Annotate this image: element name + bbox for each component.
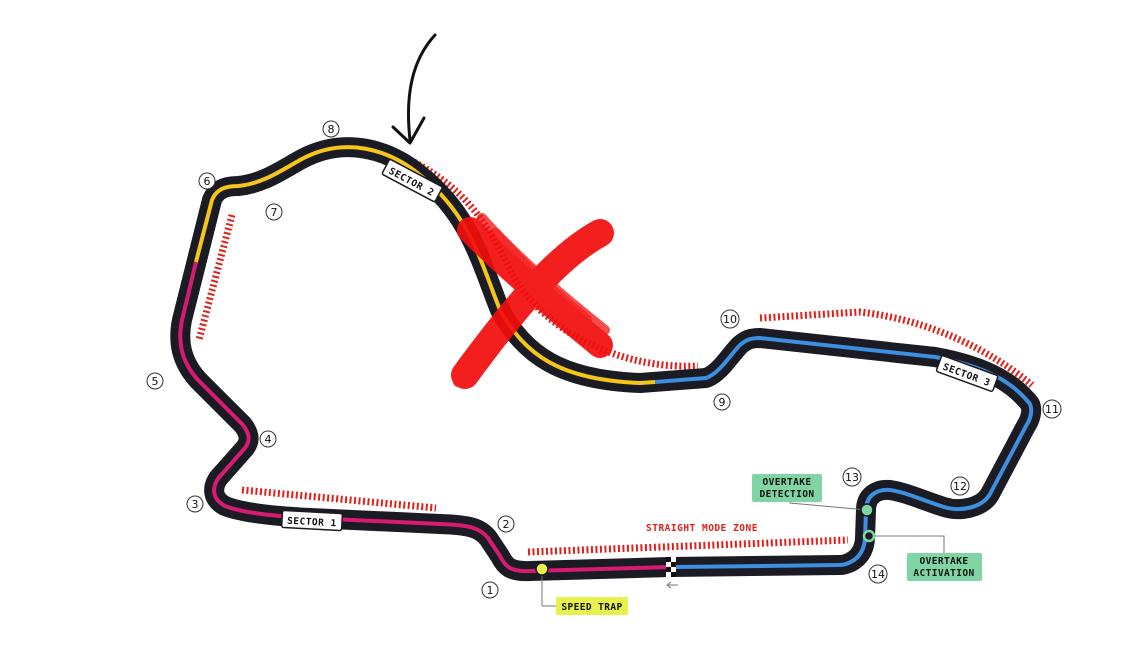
turn-8-marker: 8 (322, 120, 340, 138)
svg-text:SECTOR 1: SECTOR 1 (287, 516, 337, 530)
zone-marker-sector3 (759, 308, 1035, 388)
zone-marker-main-straight (527, 536, 849, 556)
turn-10-marker: 10 (720, 309, 740, 329)
direction-arrow-icon (666, 581, 678, 589)
turn-14-marker: 14 (868, 564, 888, 584)
turn-markers: 1 2 3 4 5 6 7 8 9 10 11 12 13 14 (146, 120, 1062, 599)
turn-4-marker: 4 (259, 430, 277, 448)
svg-text:DETECTION: DETECTION (759, 489, 814, 500)
straight-mode-zone-label: STRAIGHT MODE ZONE (646, 523, 758, 534)
svg-text:9: 9 (719, 396, 726, 409)
zone-marker-turn6 (195, 214, 236, 341)
speed-trap-marker: SPEED TRAP (535, 562, 628, 615)
arrow-annotation-icon (391, 33, 437, 145)
svg-text:8: 8 (328, 123, 335, 136)
svg-text:10: 10 (723, 313, 737, 326)
turn-7-marker: 7 (265, 203, 283, 221)
track-outline (170, 137, 1042, 582)
turn-5-marker: 5 (146, 372, 164, 390)
turn-12-marker: 12 (950, 476, 970, 496)
turn-3-marker: 3 (186, 495, 204, 513)
sector-1-label: SECTOR 1 (280, 509, 344, 532)
overtake-activation-marker: OVERTAKE ACTIVATION (862, 529, 982, 581)
overtake-detection-marker: OVERTAKE DETECTION (752, 474, 874, 517)
turn-13-marker: 13 (842, 467, 862, 487)
svg-text:3: 3 (192, 498, 199, 511)
svg-text:7: 7 (271, 206, 278, 219)
sector-1-line (178, 261, 671, 574)
svg-text:2: 2 (503, 518, 510, 531)
svg-text:11: 11 (1045, 403, 1059, 416)
svg-text:1: 1 (487, 584, 494, 597)
sector-3-line (654, 336, 1034, 569)
svg-text:14: 14 (871, 568, 885, 581)
svg-text:6: 6 (204, 175, 211, 188)
turn-6-marker: 6 (198, 172, 216, 190)
svg-text:ACTIVATION: ACTIVATION (913, 568, 974, 579)
turn-11-marker: 11 (1042, 399, 1062, 419)
turn-9-marker: 9 (713, 393, 731, 411)
svg-text:OVERTAKE: OVERTAKE (763, 477, 812, 488)
red-cross-annotation-icon (451, 213, 614, 389)
svg-text:5: 5 (152, 375, 159, 388)
zone-marker-sector1 (241, 486, 437, 512)
turn-2-marker: 2 (497, 515, 515, 533)
svg-text:4: 4 (265, 433, 272, 446)
sector-2-line (194, 145, 656, 385)
svg-text:SPEED TRAP: SPEED TRAP (561, 602, 622, 613)
svg-text:13: 13 (845, 471, 859, 484)
turn-1-marker: 1 (481, 581, 499, 599)
svg-text:OVERTAKE: OVERTAKE (920, 556, 969, 567)
svg-text:12: 12 (953, 480, 967, 493)
start-finish-line (666, 557, 676, 577)
